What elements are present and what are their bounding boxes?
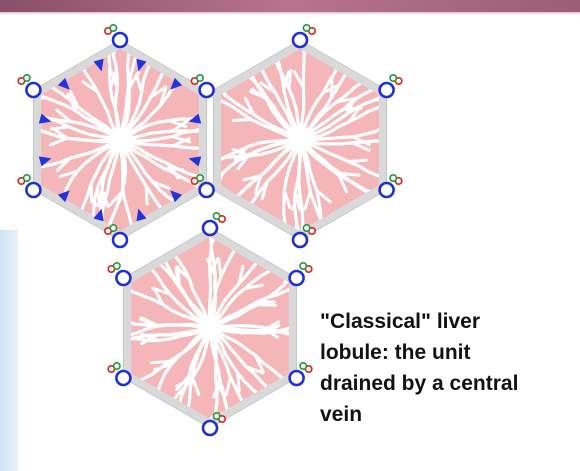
sinusoid-branch [240, 57, 246, 74]
sinusoid-branch [66, 215, 80, 227]
portal-triad [290, 263, 312, 285]
sinusoid-branch [258, 305, 276, 306]
bile-duct-marker [390, 175, 396, 181]
bile-duct-marker [303, 25, 309, 31]
sinusoid-branch [107, 322, 124, 327]
portal-vein-marker [113, 233, 127, 247]
caption-line-3: drained by a central [320, 368, 575, 399]
sinusoid-branch [296, 333, 312, 342]
sinusoid-branch [18, 129, 36, 132]
portal-vein-marker [290, 271, 304, 285]
bile-duct-marker [110, 225, 116, 231]
bile-duct-marker [114, 363, 120, 369]
bile-duct-marker [24, 175, 30, 181]
portal-vein-marker [380, 83, 394, 97]
portal-vein-marker [203, 421, 217, 435]
central-vein [112, 132, 128, 148]
portal-vein-marker [203, 221, 217, 235]
sinusoid-branch [386, 142, 401, 152]
portal-vein-marker [116, 371, 130, 385]
portal-vein-marker [26, 183, 40, 197]
bile-duct-marker [197, 175, 203, 181]
portal-vein-marker [200, 83, 214, 97]
portal-triad [203, 213, 225, 235]
sinusoid-branch [165, 213, 182, 220]
bile-duct-marker [110, 25, 116, 31]
sinusoid-branch [349, 62, 365, 70]
lobule-top-right [195, 33, 407, 248]
portal-triad [108, 263, 130, 285]
sinusoid-branch [148, 247, 163, 257]
portal-triad [380, 75, 402, 97]
bile-duct-marker [24, 75, 30, 81]
portal-vein-marker [380, 183, 394, 197]
central-vein [292, 132, 308, 148]
sinusoid-branch [260, 397, 266, 414]
sinusoid-branch [233, 120, 251, 121]
sinusoid-branch [232, 208, 248, 216]
portal-vein-marker [293, 233, 307, 247]
bile-duct-marker [300, 363, 306, 369]
portal-vein-marker [113, 33, 127, 47]
bile-duct-marker [114, 263, 120, 269]
sinusoid-branch [339, 54, 354, 64]
central-vein [202, 320, 218, 336]
bile-duct-marker [300, 263, 306, 269]
sinusoid-branch [65, 55, 81, 64]
sinusoid-branch [166, 408, 179, 421]
sinusoid-branch [245, 54, 259, 65]
sinusoid-branch [155, 246, 172, 252]
portal-vein-marker [26, 83, 40, 97]
portal-triad [105, 25, 127, 47]
bile-duct-marker [303, 225, 309, 231]
lobule-top-left [16, 33, 227, 246]
caption-line-2: lobule: the unit [320, 337, 575, 368]
lobule-bottom [103, 221, 317, 435]
sinusoid-branch [165, 57, 180, 68]
caption-line-1: "Classical" liver [320, 306, 575, 337]
portal-vein-marker [116, 271, 130, 285]
portal-vein-marker [293, 33, 307, 47]
portal-vein-marker [200, 183, 214, 197]
bile-duct-marker [213, 213, 219, 219]
bile-duct-marker [213, 413, 219, 419]
portal-vein-marker [290, 371, 304, 385]
sinusoid-branch [246, 406, 262, 415]
caption: "Classical" liver lobule: the unit drain… [320, 306, 575, 430]
bile-duct-marker [197, 75, 203, 81]
sinusoid-branch [295, 327, 313, 331]
portal-triad [293, 25, 315, 47]
sinusoid-branch [260, 241, 264, 259]
bile-duct-marker [390, 75, 396, 81]
caption-line-4: vein [320, 399, 575, 430]
portal-triad [18, 75, 40, 97]
